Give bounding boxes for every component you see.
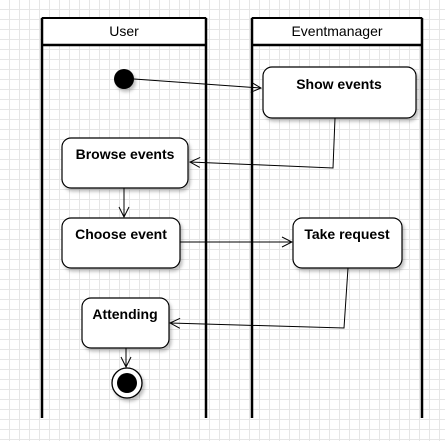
node-label-choose-event: Choose event (75, 226, 167, 242)
edges (124, 78, 349, 367)
swimlane-user: User (40, 17, 208, 418)
edge-start-to-show-events (133, 78, 261, 88)
node-choose-event: Choose event (61, 217, 181, 269)
node-show-events: Show events (262, 66, 417, 119)
node-label-take-request: Take request (304, 226, 390, 242)
start-node (114, 69, 134, 89)
swimlane-eventmanager: Eventmanager (250, 17, 424, 418)
node-browse-events: Browse events (61, 137, 189, 189)
node-take-request: Take request (292, 217, 403, 269)
lane-title-user: User (109, 23, 139, 39)
node-label-show-events: Show events (296, 76, 382, 92)
node-label-browse-events: Browse events (76, 146, 175, 162)
edge-show-to-browse (190, 117, 336, 169)
node-attending: Attending (81, 297, 170, 349)
node-label-attending: Attending (92, 306, 157, 322)
lane-title-eventmanager: Eventmanager (291, 23, 382, 39)
edge-take-request-to-attending (170, 267, 349, 328)
end-node (111, 367, 143, 399)
